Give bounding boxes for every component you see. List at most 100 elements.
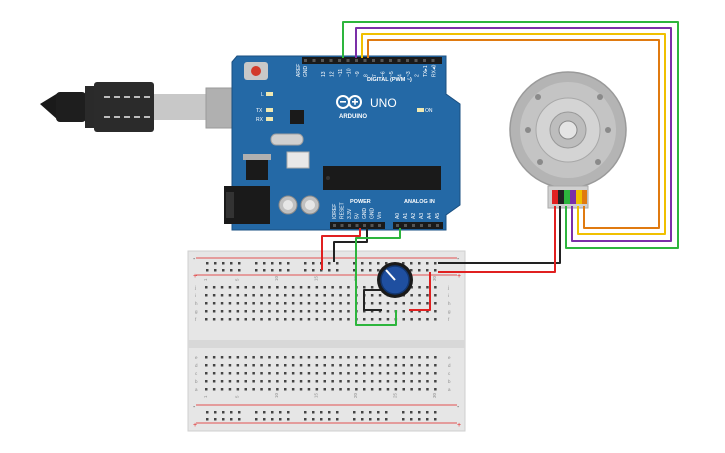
rail-hole <box>320 418 323 421</box>
power-pin-hole <box>340 224 344 227</box>
breadboard-hole <box>363 310 366 313</box>
breadboard-hole <box>394 372 398 375</box>
rail-hole <box>279 411 282 414</box>
breadboard-hole <box>323 380 326 383</box>
digital-pin-label: ~11 <box>338 69 344 77</box>
digital-header-label: DIGITAL (PWM ~) <box>367 77 412 83</box>
rail-hole <box>328 411 331 414</box>
row-letter: d <box>448 363 451 368</box>
breadboard-hole <box>355 364 358 367</box>
rail-hole <box>336 411 339 414</box>
arduino-logo <box>336 95 362 109</box>
rail-hole <box>336 269 339 272</box>
brand-label: ARDUINO <box>339 114 367 120</box>
breadboard-hole <box>418 356 421 359</box>
breadboard-hole <box>252 372 255 375</box>
center-channel <box>188 340 465 348</box>
digital-pin-label: 12 <box>330 71 336 77</box>
breadboard-hole <box>378 318 382 321</box>
capacitor-1 <box>278 195 298 215</box>
led-rx-label: RX <box>256 117 264 123</box>
breadboard-hole <box>370 372 374 375</box>
breadboard-hole <box>347 364 350 367</box>
breadboard-hole <box>268 302 271 305</box>
rail-hole <box>255 411 258 414</box>
column-number: 20 <box>353 392 358 398</box>
breadboard-hole <box>220 318 224 321</box>
breadboard-hole <box>339 318 342 321</box>
breadboard-hole <box>244 294 247 297</box>
breadboard-hole <box>363 380 366 383</box>
breadboard-hole <box>394 302 398 305</box>
breadboard-hole <box>299 286 303 289</box>
breadboard-hole <box>402 364 405 367</box>
rail-hole <box>271 411 274 414</box>
led-rx <box>266 117 273 121</box>
power-pin-label: 5V <box>355 212 361 219</box>
breadboard-hole <box>212 364 216 367</box>
breadboard-hole <box>434 364 437 367</box>
column-number: 30 <box>432 392 437 398</box>
rail-hole <box>385 262 388 265</box>
breadboard-hole <box>323 388 326 391</box>
rail-hole <box>222 262 225 265</box>
row-letter: i <box>195 293 196 298</box>
row-letter: j <box>447 285 449 290</box>
rail-hole <box>271 262 274 265</box>
rail-hole <box>434 418 437 421</box>
reset-button[interactable] <box>244 62 268 80</box>
breadboard-hole <box>205 356 208 359</box>
breadboard-hole <box>418 372 421 375</box>
pot-indicator <box>385 269 396 281</box>
breadboard-hole <box>378 356 382 359</box>
breadboard-hole <box>394 356 398 359</box>
breadboard-hole <box>205 318 208 321</box>
power-pin-hole <box>333 224 336 227</box>
breadboard-hole <box>370 310 374 313</box>
row-letter: h <box>195 301 198 306</box>
digital-pin-hole <box>397 59 401 62</box>
breadboard-hole <box>276 388 279 391</box>
row-letter: j <box>194 285 196 290</box>
breadboard-hole <box>386 364 390 367</box>
rail-hole <box>320 411 323 414</box>
rail-hole <box>255 269 258 272</box>
breadboard-hole <box>252 302 255 305</box>
rail-hole <box>353 411 356 414</box>
rail-minus-right-top: - <box>457 256 460 263</box>
breadboard-hole <box>434 388 437 391</box>
breadboard-hole <box>220 364 224 367</box>
breadboard-hole <box>386 318 390 321</box>
analog-pin-label: A1 <box>403 213 409 219</box>
capacitor-2 <box>300 195 320 215</box>
breadboard-hole <box>386 310 390 313</box>
wire-green-encoder <box>342 21 679 249</box>
breadboard-hole <box>276 364 279 367</box>
breadboard-hole <box>236 302 240 305</box>
breadboard-hole <box>370 364 374 367</box>
breadboard-hole <box>363 388 366 391</box>
digital-pin-holes <box>304 59 435 62</box>
rail-hole <box>271 269 274 272</box>
breadboard-hole <box>244 310 247 313</box>
breadboard-hole <box>434 310 437 313</box>
power-pin-label: RESET <box>340 202 346 219</box>
breadboard-hole <box>299 388 303 391</box>
breadboard-hole <box>363 356 366 359</box>
breadboard-hole <box>355 356 358 359</box>
rail-hole <box>426 269 429 272</box>
breadboard-hole <box>244 380 247 383</box>
breadboard-hole <box>244 356 247 359</box>
breadboard-hole <box>205 286 208 289</box>
rail-hole <box>418 269 421 272</box>
breadboard-hole <box>284 364 287 367</box>
row-letter: h <box>448 301 451 306</box>
breadboard-hole <box>212 286 216 289</box>
breadboard-hole <box>418 364 421 367</box>
digital-pin-label: TX▸1 <box>423 65 429 77</box>
breadboard-hole <box>347 380 350 383</box>
rail-hole <box>206 418 209 421</box>
rail-hole <box>377 411 380 414</box>
potentiometer[interactable] <box>377 262 413 298</box>
